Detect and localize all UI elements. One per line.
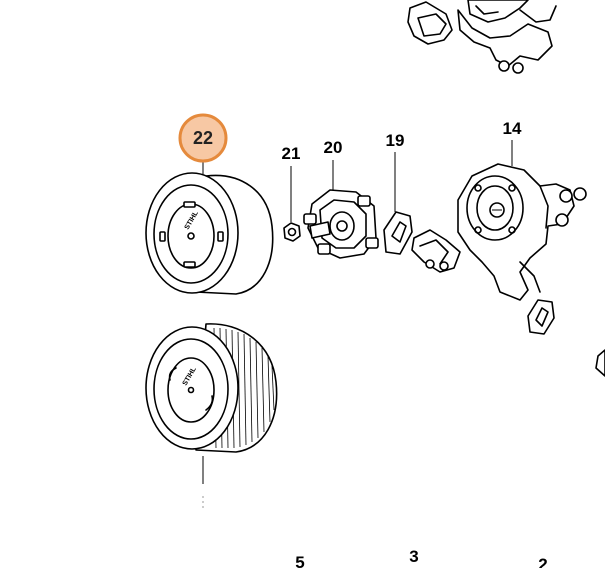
part-21-label: 21 <box>282 144 301 163</box>
callout-22-number: 22 <box>193 128 213 148</box>
part-20-label: 20 <box>324 138 343 157</box>
callout-22: 22 <box>178 113 228 178</box>
part-21-nut: 21 <box>282 144 301 242</box>
air-filter-22: STIHL <box>145 172 274 295</box>
part-3-label: 3 <box>409 547 418 566</box>
part-14-assembly: 14 <box>411 119 587 335</box>
air-filter-pleated: STIHL <box>145 323 278 508</box>
part-14-label: 14 <box>503 119 522 138</box>
bottom-labels: 5 3 2 <box>295 547 547 568</box>
part-2-label: 2 <box>538 555 547 568</box>
part-5-label: 5 <box>295 553 304 568</box>
callout-22-circle <box>178 113 228 163</box>
right-edge-fragment <box>595 349 605 377</box>
part-19-bracket: 19 <box>383 131 413 255</box>
part-20-holder: 20 <box>303 138 379 259</box>
part-19-label: 19 <box>386 131 405 150</box>
top-assembly-fragment <box>407 0 557 74</box>
